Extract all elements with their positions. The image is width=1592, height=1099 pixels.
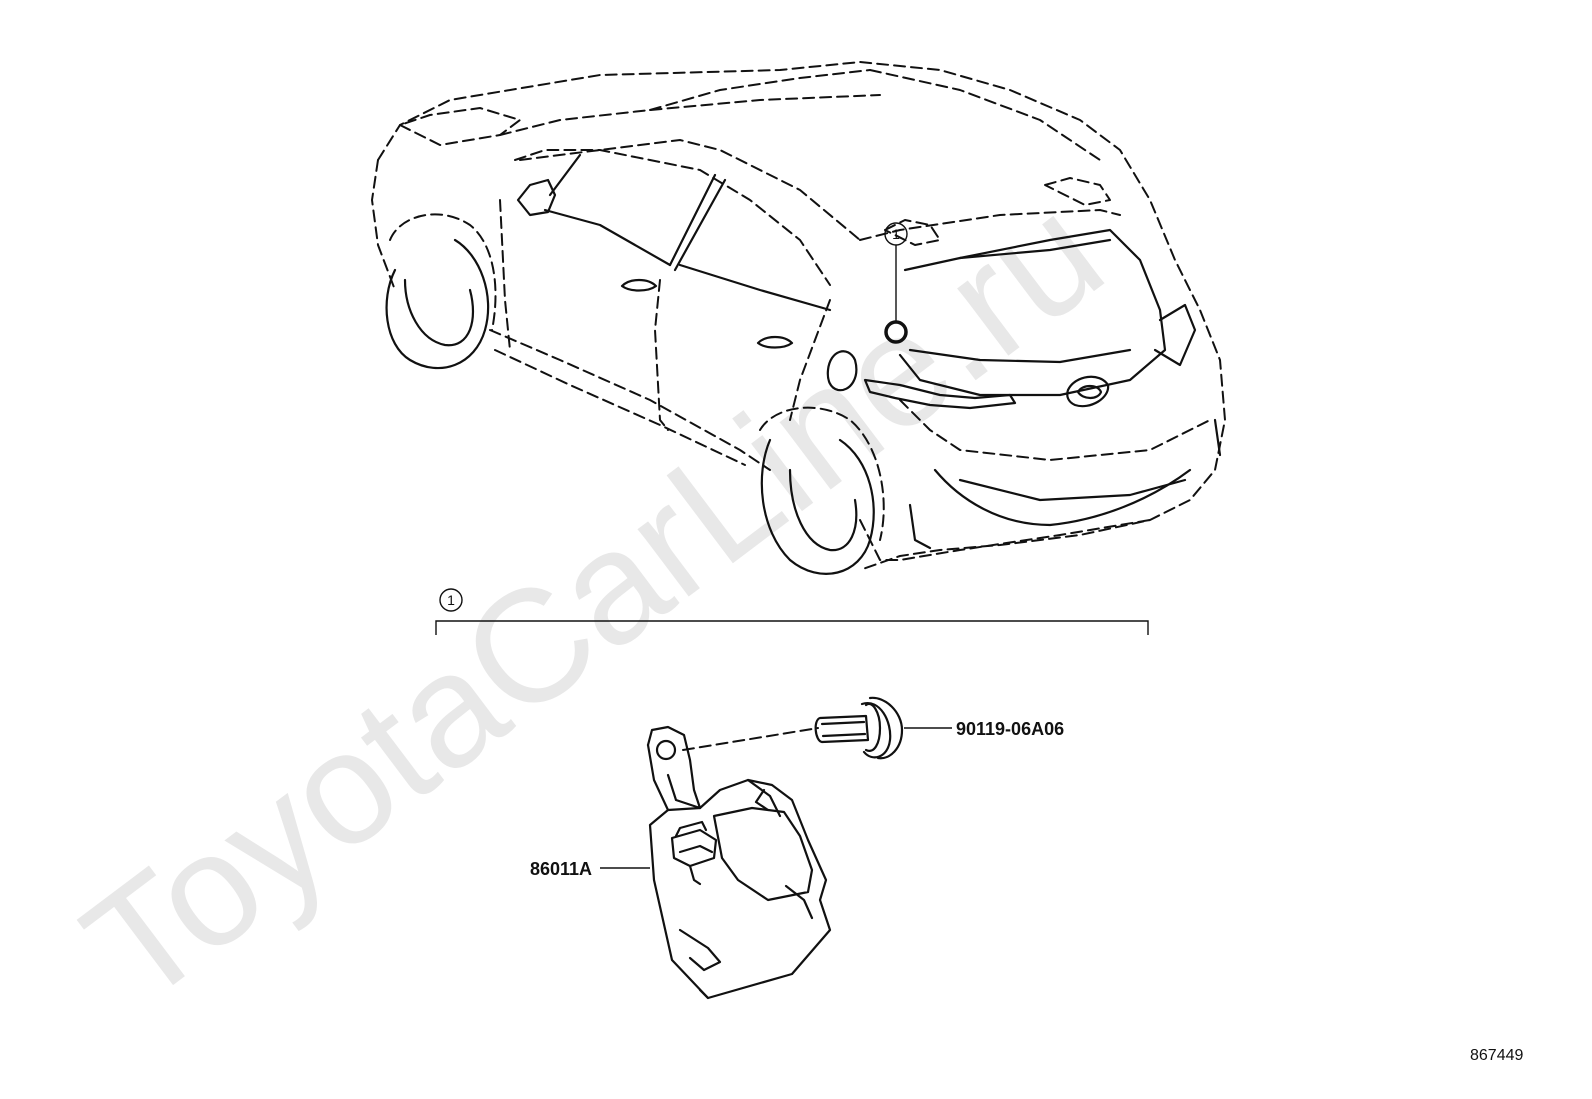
module-unit-icon: [646, 725, 832, 1000]
bolt-icon: [814, 696, 904, 760]
callout-number-car: 1: [892, 226, 900, 242]
module-part-number: 86011A: [530, 859, 592, 879]
car-outline: [371, 61, 1226, 575]
location-marker-icon: [884, 320, 908, 344]
watermark-text: ToyotaCarLine.ru: [53, 161, 1134, 1037]
figure-number: 867449: [1470, 1047, 1523, 1064]
car-callout: 1: [884, 222, 908, 344]
bolt-part-number: 90119-06A06: [956, 719, 1064, 739]
callout-circle-group: [439, 588, 463, 612]
callout-number-group: 1: [447, 592, 455, 608]
bracket-line: [435, 620, 1149, 635]
group-bracket: 1: [435, 588, 1149, 635]
alignment-line: [682, 727, 819, 751]
